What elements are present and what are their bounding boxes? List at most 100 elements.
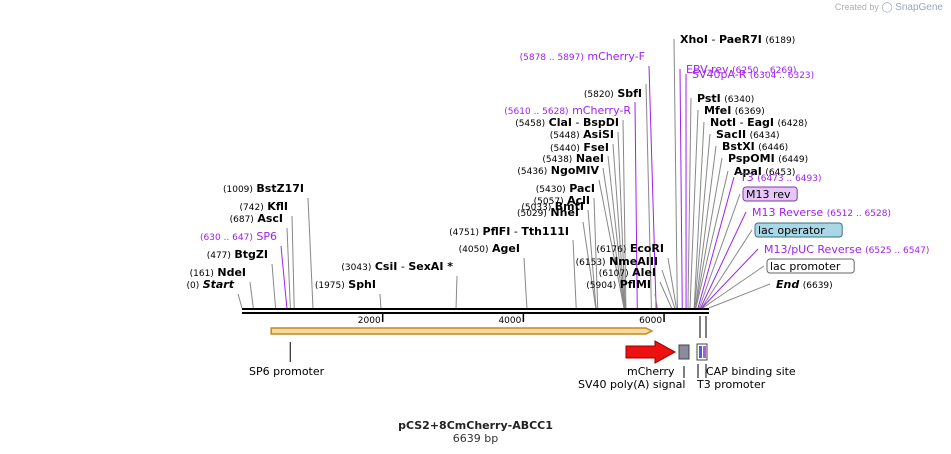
site-label-noti[interactable]: NotI - EagI (6428) <box>693 116 807 309</box>
site-label-m13-reverse[interactable]: M13 Reverse (6512 .. 6528) <box>700 206 891 309</box>
site-label-text[interactable]: (630 .. 647) SP6 <box>200 230 277 243</box>
site-label-text[interactable]: M13 rev <box>746 188 791 201</box>
site-label-apai[interactable]: ApaI (6453) <box>695 165 795 309</box>
site-label-text[interactable]: MfeI (6369) <box>704 104 765 117</box>
orf-arrow[interactable] <box>270 327 654 335</box>
site-label-text[interactable]: T3 (6473 .. 6493) <box>739 171 822 184</box>
site-label-btgzi[interactable]: (477) BtgZI <box>207 248 277 309</box>
site-label-sbfi[interactable]: (5820) SbfI <box>584 83 652 309</box>
site-label-fsei[interactable]: (5440) FseI <box>550 141 626 309</box>
site-label-text[interactable]: EBV-rev (6250 .. 6269) <box>686 63 796 76</box>
sv40-polya-box[interactable] <box>678 344 690 360</box>
site-label-m13-rev[interactable]: M13 rev <box>698 186 798 309</box>
site-label-ebv-rev[interactable]: EBV-rev (6250 .. 6269) <box>679 63 796 309</box>
site-label-text[interactable]: (5904) PflMI <box>586 278 651 291</box>
site-label-paci[interactable]: (5430) PacI <box>536 179 625 309</box>
site-label-text[interactable]: (4751) PflFI - Tth111I <box>449 225 569 238</box>
site-label-bstxi[interactable]: BstXI (6446) <box>694 140 788 309</box>
snapgene-logo-icon[interactable]: ◯ <box>881 2 893 13</box>
site-label-text[interactable]: XhoI - PaeR7I (6189) <box>680 33 795 46</box>
site-label-text[interactable]: (5440) FseI <box>550 141 609 154</box>
site-label-text[interactable]: PspOMI (6449) <box>728 152 808 165</box>
site-label-t3-primer[interactable]: T3 (6473 .. 6493) <box>697 171 822 309</box>
site-label-text[interactable]: (161) NdeI <box>190 266 246 279</box>
site-label-text[interactable]: (5448) AsiSI <box>550 128 614 141</box>
mcherry-arrow[interactable] <box>625 340 677 364</box>
site-label-text[interactable]: BstXI (6446) <box>722 140 788 153</box>
site-label-start[interactable]: (0) Start <box>186 278 243 309</box>
site-label-agei[interactable]: (4050) AgeI <box>459 242 528 309</box>
site-label-text[interactable]: (5878 .. 5897) mCherry-F <box>520 50 645 63</box>
site-label-asci[interactable]: (687) AscI <box>230 212 291 309</box>
site-label-text[interactable]: (5430) PacI <box>536 182 595 195</box>
site-label-ngomiv[interactable]: (5436) NgoMIV <box>517 164 625 309</box>
site-label-lac-operator[interactable]: lac operator <box>701 222 843 309</box>
site-label-text[interactable]: SacII (6434) <box>716 128 780 141</box>
site-label-text[interactable]: (5820) SbfI <box>584 87 642 100</box>
lac-operator-glyph[interactable] <box>699 346 702 358</box>
site-label-text[interactable]: (5029) NheI <box>517 206 579 219</box>
leader-line <box>598 179 625 309</box>
site-label-text[interactable]: (6107) AleI <box>599 266 656 279</box>
sp6-promoter-label: SP6 promoter <box>249 365 325 378</box>
site-label-lac-promoter[interactable]: lac promoter <box>702 258 855 309</box>
site-label-text[interactable]: M13/pUC Reverse (6525 .. 6547) <box>764 243 929 256</box>
site-label-text[interactable]: (5438) NaeI <box>542 152 604 165</box>
site-label-text[interactable]: NotI - EagI (6428) <box>710 116 807 129</box>
site-label-text[interactable]: (742) KflI <box>240 200 288 213</box>
site-label-asisi[interactable]: (5448) AsiSI <box>550 128 626 309</box>
site-label-text[interactable]: ApaI (6453) <box>734 165 795 178</box>
snapgene-brand[interactable]: SnapGene <box>895 2 943 13</box>
site-label-text[interactable]: (1975) SphI <box>315 278 376 291</box>
site-label-text[interactable]: (5436) NgoMIV <box>517 164 599 177</box>
site-label-csii[interactable]: (3043) CsiI - SexAI * <box>341 260 458 309</box>
leader-line <box>249 281 254 309</box>
site-label-mcherry-f[interactable]: (5878 .. 5897) mCherry-F <box>520 50 657 309</box>
site-label-text[interactable]: (0) Start <box>186 278 234 291</box>
site-label-text[interactable]: (6176) EcoRI <box>596 242 664 255</box>
site-label-xhoi[interactable]: XhoI - PaeR7I (6189) <box>673 33 795 309</box>
site-label-bmti[interactable]: (5033) BmtI <box>521 200 597 309</box>
site-label-nhei[interactable]: (5029) NheI <box>517 206 597 309</box>
site-label-text[interactable]: (5057) AclI <box>534 194 590 207</box>
site-label-sv40pa-r[interactable]: SV40pA-R (6304 .. 6323) <box>685 68 814 309</box>
leader-line <box>700 211 747 309</box>
site-label-pspomi[interactable]: PspOMI (6449) <box>695 152 808 309</box>
site-label-nmeaiii[interactable]: (6153) NmeAIII <box>576 255 676 309</box>
site-label-clai[interactable]: (5458) ClaI - BspDI <box>515 116 627 309</box>
site-label-text[interactable]: (1009) BstZ17I <box>223 182 304 195</box>
site-label-text[interactable]: (477) BtgZI <box>207 248 268 261</box>
site-label-text[interactable]: (6153) NmeAIII <box>576 255 658 268</box>
site-label-ecori[interactable]: (6176) EcoRI <box>596 242 677 309</box>
site-label-text[interactable]: lac promoter <box>770 260 841 273</box>
site-label-text[interactable]: (5033) BmtI <box>521 200 584 213</box>
site-label-text[interactable]: PstI (6340) <box>697 92 754 105</box>
site-label-text[interactable]: lac operator <box>758 224 825 237</box>
site-label-ndei[interactable]: (161) NdeI <box>190 266 254 309</box>
site-label-text[interactable]: (5458) ClaI - BspDI <box>515 116 619 129</box>
site-label-end[interactable]: End (6639) <box>708 278 833 309</box>
site-label-bstz17i[interactable]: (1009) BstZ17I <box>223 182 314 309</box>
site-label-pflfi[interactable]: (4751) PflFI - Tth111I <box>449 225 577 309</box>
site-label-text[interactable]: End (6639) <box>776 278 833 291</box>
site-label-text[interactable]: (4050) AgeI <box>459 242 520 255</box>
site-label-sacii[interactable]: SacII (6434) <box>694 128 780 309</box>
site-label-text[interactable]: (5610 .. 5628) mCherry-R <box>504 104 631 117</box>
scale-tick-label: 4000 <box>498 316 521 326</box>
site-label-mcherry-r[interactable]: (5610 .. 5628) mCherry-R <box>504 101 638 309</box>
site-label-m13-puc-reverse[interactable]: M13/pUC Reverse (6525 .. 6547) <box>701 243 930 309</box>
site-label-sphi[interactable]: (1975) SphI <box>315 278 382 309</box>
site-label-text[interactable]: M13 Reverse (6512 .. 6528) <box>752 206 891 219</box>
site-label-sp6-primer[interactable]: (630 .. 647) SP6 <box>200 230 288 309</box>
cap-site-glyph[interactable] <box>703 346 706 358</box>
site-label-mfei[interactable]: MfeI (6369) <box>689 104 765 309</box>
site-label-psti[interactable]: PstI (6340) <box>687 92 754 309</box>
site-label-text[interactable]: (3043) CsiI - SexAI * <box>341 260 453 273</box>
site-label-acli[interactable]: (5057) AclI <box>534 194 599 309</box>
site-label-alei[interactable]: (6107) AleI <box>599 266 673 309</box>
site-label-naei[interactable]: (5438) NaeI <box>542 152 626 309</box>
site-label-kfli[interactable]: (742) KflI <box>240 200 295 309</box>
site-label-text[interactable]: (687) AscI <box>230 212 283 225</box>
site-label-pflmi[interactable]: (5904) PflMI <box>586 278 658 309</box>
site-label-text[interactable]: SV40pA-R (6304 .. 6323) <box>692 68 814 81</box>
